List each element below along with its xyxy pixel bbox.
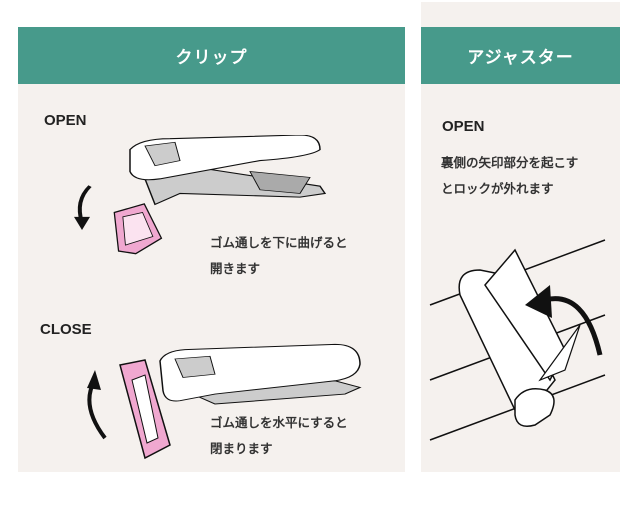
clip-close-label: CLOSE [40,321,92,338]
clip-open-line2: 開きます [210,261,261,276]
adjuster-open-line2: とロックが外れます [441,181,554,196]
adjuster-illustration [429,239,606,441]
clip-close-body [159,343,362,405]
clip-open-instructions: ゴム通しを下に曲げると 開きます [210,230,348,282]
clip-open-pink-loop [113,203,163,255]
adjuster-open-label: OPEN [442,118,485,135]
clip-close-illustration [87,359,171,460]
adjuster-open-line1: 裏側の矢印部分を起こす [441,155,579,170]
clip-open-illustration [74,135,327,230]
adjuster-open-instructions: 裏側の矢印部分を起こす とロックが外れます [441,150,578,202]
adjuster-panel: アジャスター [421,2,620,472]
clip-open-label: OPEN [44,112,87,129]
clip-open-line1: ゴム通しを下に曲げると [210,235,348,250]
clip-close-instructions: ゴム通しを水平にすると 閉まります [210,410,348,462]
adjuster-header: アジャスター [421,27,620,84]
clip-close-line1: ゴム通しを水平にすると [210,415,348,430]
clip-close-line2: 閉まります [210,441,273,456]
clip-header: クリップ [18,27,405,84]
lift-arrow-icon [544,296,603,356]
